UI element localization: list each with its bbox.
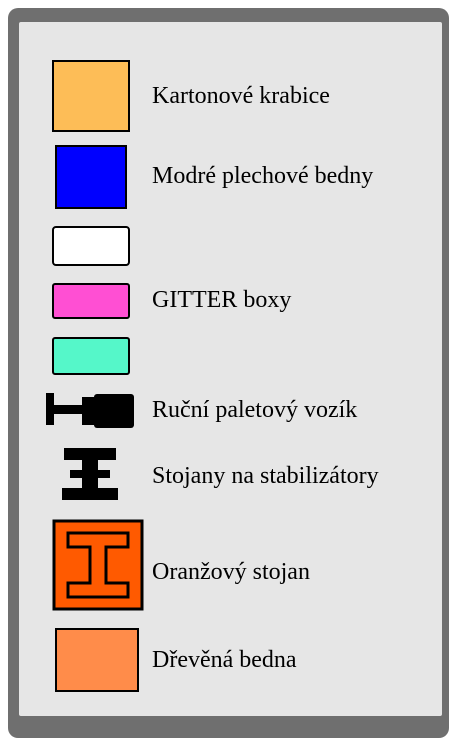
gitter-boxy-swatch (52, 283, 130, 319)
kartonove-krabice-swatch (52, 60, 130, 132)
drevena-bedna-swatch (55, 628, 139, 692)
oranzovy-stojan-label: Oranžový stojan (152, 559, 310, 585)
modre-plechove-bedny-label: Modré plechové bedny (152, 163, 374, 189)
pallet-truck-icon (46, 393, 134, 428)
orange-stand-icon (52, 519, 144, 611)
gitter-boxy-label: GITTER boxy (152, 287, 292, 313)
white-box-swatch (52, 226, 130, 266)
rucni-paletovy-vozik-label: Ruční paletový vozík (152, 397, 358, 423)
drevena-bedna-label: Dřevěná bedna (152, 647, 297, 673)
kartonove-krabice-label: Kartonové krabice (152, 83, 330, 109)
turquoise-box-swatch (52, 337, 130, 375)
stabilizer-stand-icon (62, 448, 118, 500)
stojany-na-stabilizatory-label: Stojany na stabilizátory (152, 463, 379, 489)
modre-plechove-bedny-swatch (55, 145, 127, 209)
